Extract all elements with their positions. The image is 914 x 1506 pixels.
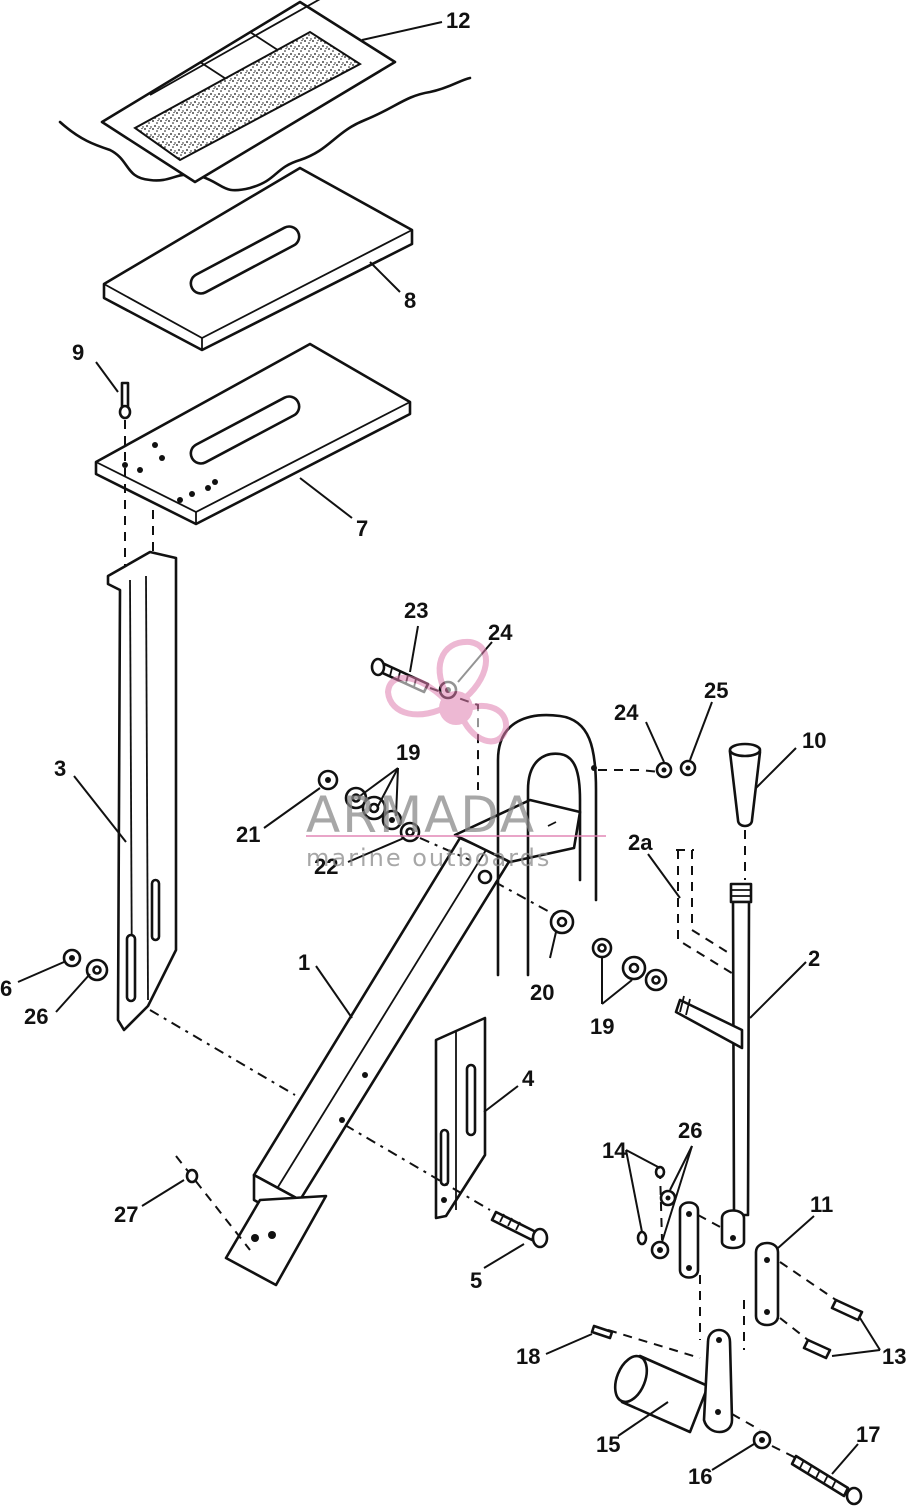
part-10-knob <box>728 742 762 880</box>
callout-7: 7 <box>356 516 368 541</box>
callout-10: 10 <box>802 728 826 753</box>
part-7-mounting-plate <box>94 342 412 526</box>
part-5-bolt <box>490 1210 549 1249</box>
callout-2a: 2a <box>628 830 653 855</box>
part-12-deck-plate <box>58 0 472 192</box>
callout-12: 12 <box>446 8 470 33</box>
callout-4: 4 <box>522 1066 535 1091</box>
part-2-shift-lever <box>674 882 753 1250</box>
part-8-top-plate <box>102 166 414 352</box>
callout-labels: 12 8 9 7 23 24 24 25 10 3 19 21 22 2a 2 … <box>0 8 906 1489</box>
callout-19-upper: 19 <box>396 740 420 765</box>
part-15-sleeve <box>613 1354 710 1434</box>
callout-26-right: 26 <box>678 1118 702 1143</box>
callout-22: 22 <box>314 854 338 879</box>
part-4-side-bracket <box>434 1016 487 1220</box>
callout-6: 6 <box>0 976 12 1001</box>
part-2a-phantom-lever <box>676 849 741 976</box>
callout-15: 15 <box>596 1432 620 1457</box>
callout-1: 1 <box>298 950 310 975</box>
callout-5: 5 <box>470 1268 482 1293</box>
callout-25: 25 <box>704 678 728 703</box>
callout-18: 18 <box>516 1344 540 1369</box>
callout-23: 23 <box>404 598 428 623</box>
callout-2: 2 <box>808 946 820 971</box>
callout-24-top: 24 <box>488 620 513 645</box>
part-27-pin <box>175 1155 251 1251</box>
callout-17: 17 <box>856 1422 880 1447</box>
callout-20: 20 <box>530 980 554 1005</box>
part-17-bolt <box>771 1445 863 1506</box>
part-9-pin <box>118 381 154 570</box>
callout-9: 9 <box>72 340 84 365</box>
part-26-washer-left <box>85 958 109 982</box>
watermark-name: ARMADA <box>306 786 536 844</box>
callout-16: 16 <box>688 1464 712 1489</box>
propeller-logo-icon <box>384 638 510 745</box>
washer-stack-upper <box>317 769 421 843</box>
armada-watermark: ARMADA marine outboards <box>306 638 606 872</box>
callout-3: 3 <box>54 756 66 781</box>
callout-24-right: 24 <box>614 700 639 725</box>
callout-19-lower: 19 <box>590 1014 614 1039</box>
callout-11: 11 <box>810 1192 833 1217</box>
part-18-pin <box>590 1324 614 1340</box>
callout-21: 21 <box>236 822 260 847</box>
washer-stack-lower <box>549 909 668 992</box>
callout-26-left: 26 <box>24 1004 48 1029</box>
part-24-washer-right <box>655 761 673 779</box>
callout-13: 13 <box>882 1344 906 1369</box>
part-6-nut <box>62 948 82 968</box>
watermark-subtitle: marine outboards <box>306 844 551 872</box>
part-11-link-plate <box>754 1241 780 1327</box>
part-25-nut <box>679 759 697 777</box>
part-1-main-tube <box>224 798 582 1287</box>
part-16-washer <box>752 1430 772 1450</box>
part-13-pins <box>779 1261 864 1360</box>
callout-14: 14 <box>602 1138 627 1163</box>
callout-8: 8 <box>404 288 416 313</box>
callout-27: 27 <box>114 1202 138 1227</box>
crank-arm <box>702 1328 761 1434</box>
part-3-vertical-bracket <box>106 550 178 1032</box>
